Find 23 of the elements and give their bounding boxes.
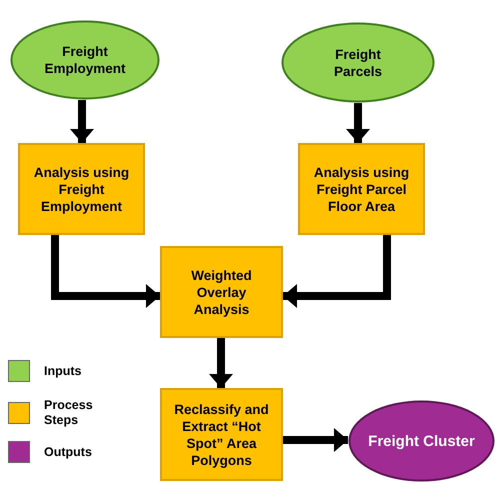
process-box — [160, 388, 283, 481]
arrow — [209, 338, 233, 388]
node-label: Freight Employment — [43, 43, 126, 77]
arrow — [51, 235, 160, 308]
node-label: Weighted Overlay Analysis — [190, 266, 253, 318]
node-label: Freight Parcels — [332, 46, 384, 80]
legend-label: Process Steps — [44, 398, 94, 428]
node-label: Analysis using Freight Employment — [32, 164, 130, 214]
node-label: Analysis using Freight Parcel Floor Area — [312, 164, 410, 214]
arrow — [283, 428, 348, 452]
input-ellipse — [10, 20, 160, 100]
node-label: Reclassify and Extract “Hot Spot” Area Polygons — [173, 400, 270, 468]
arrow — [70, 100, 94, 143]
process-box — [18, 143, 145, 235]
process-box — [160, 246, 283, 338]
legend-label: Inputs — [44, 364, 82, 378]
node-label: Freight Cluster — [367, 432, 476, 450]
input-ellipse — [281, 22, 435, 103]
process-box — [298, 143, 425, 235]
arrow — [283, 235, 391, 308]
output-ellipse — [348, 400, 495, 482]
arrow — [346, 103, 370, 143]
legend-label: Outputs — [44, 444, 93, 460]
